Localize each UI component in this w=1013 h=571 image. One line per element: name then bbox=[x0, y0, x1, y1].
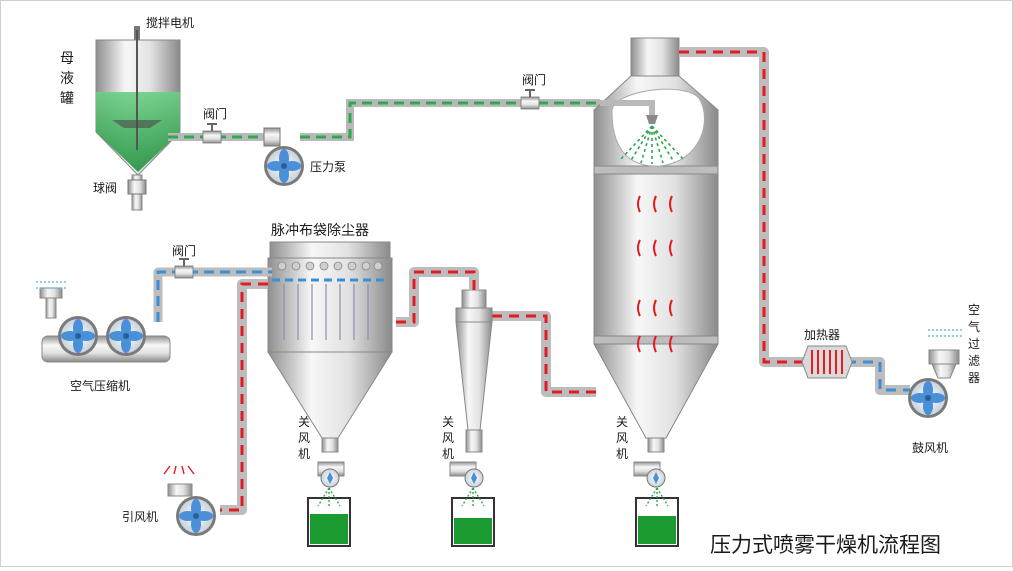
induced-fan-icon bbox=[176, 496, 216, 536]
rotary-valve-1-label-1: 关 bbox=[298, 415, 310, 429]
mother-tank-label-1: 母 bbox=[60, 51, 74, 67]
heater-label: 加热器 bbox=[804, 328, 840, 342]
air-filter-label-3: 过 bbox=[968, 337, 980, 351]
mother-tank-label-3: 罐 bbox=[60, 91, 74, 107]
tower-to-cyclone-pipe bbox=[486, 311, 596, 397]
collection-bin-2 bbox=[451, 487, 495, 547]
compressor-fan-icon-1 bbox=[58, 316, 98, 356]
tank-valve-label: 阀门 bbox=[203, 106, 227, 121]
diagram-title: 压力式喷雾干燥机流程图 bbox=[710, 533, 941, 557]
rotary-valve-2-label-3: 机 bbox=[442, 447, 454, 461]
compressor-valve-icon[interactable] bbox=[174, 258, 194, 279]
ball-valve-label: 球阀 bbox=[93, 181, 117, 195]
mother-tank bbox=[95, 26, 181, 211]
air-filter-label-4: 滤 bbox=[968, 354, 980, 368]
air-filter-label-2: 气 bbox=[968, 319, 980, 334]
air-compressor-label: 空气压缩机 bbox=[70, 378, 130, 393]
rotary-valve-1-label-2: 风 bbox=[298, 431, 310, 445]
top-valve-icon[interactable] bbox=[520, 89, 540, 110]
induced-fan-exhaust-icon bbox=[163, 465, 195, 475]
collection-bin-1 bbox=[307, 487, 351, 547]
heater bbox=[801, 345, 853, 379]
collection-bin-3 bbox=[635, 487, 679, 547]
air-filter-intake-icon bbox=[928, 329, 962, 337]
air-filter-label-1: 空 bbox=[968, 303, 980, 317]
tower-airflow bbox=[637, 195, 673, 353]
blower-label: 鼓风机 bbox=[912, 441, 948, 455]
air-filter-label-5: 器 bbox=[968, 371, 980, 385]
compressor-fan-icon-2 bbox=[106, 316, 146, 356]
induced-fan bbox=[167, 483, 216, 536]
rotary-valve-2-label-2: 风 bbox=[442, 431, 454, 445]
spray-nozzle-icon bbox=[600, 100, 685, 164]
drying-tower bbox=[593, 37, 719, 439]
bag-filter bbox=[267, 241, 393, 439]
induced-fan-label: 引风机 bbox=[122, 510, 158, 524]
rotary-valve-1 bbox=[317, 437, 345, 488]
rotary-valve-2-label-1: 关 bbox=[442, 415, 454, 429]
blower-fan-icon bbox=[908, 378, 948, 418]
blower bbox=[908, 349, 960, 418]
top-valve-label: 阀门 bbox=[522, 72, 546, 87]
mother-tank-label-2: 液 bbox=[60, 71, 74, 87]
pressure-pump bbox=[263, 127, 304, 186]
rotary-valve-1-label-3: 机 bbox=[298, 447, 310, 461]
exhaust-pipe bbox=[220, 279, 268, 515]
pressure-pump-fan-icon bbox=[264, 146, 304, 186]
air-compressor bbox=[39, 287, 171, 363]
cyclone-to-filter-pipe bbox=[396, 267, 479, 327]
compressor-intake-icon bbox=[36, 281, 68, 289]
hot-air-pipe bbox=[679, 47, 910, 395]
cyclone-separator bbox=[455, 289, 493, 431]
rotary-valve-3-label-1: 关 bbox=[616, 415, 628, 429]
rotary-valve-3-label-3: 机 bbox=[616, 447, 628, 461]
rotary-valve-2 bbox=[449, 429, 484, 488]
bag-filter-label: 脉冲布袋除尘器 bbox=[271, 223, 369, 239]
rotary-valve-3-label-2: 风 bbox=[616, 431, 628, 445]
stir-motor-label: 搅拌电机 bbox=[146, 15, 194, 30]
compressor-pipe bbox=[153, 267, 272, 322]
compressor-valve-label: 阀门 bbox=[172, 243, 196, 258]
rotary-valve-3 bbox=[633, 437, 666, 488]
pressure-pump-label: 压力泵 bbox=[310, 160, 346, 174]
tank-valve-icon[interactable] bbox=[202, 123, 222, 144]
